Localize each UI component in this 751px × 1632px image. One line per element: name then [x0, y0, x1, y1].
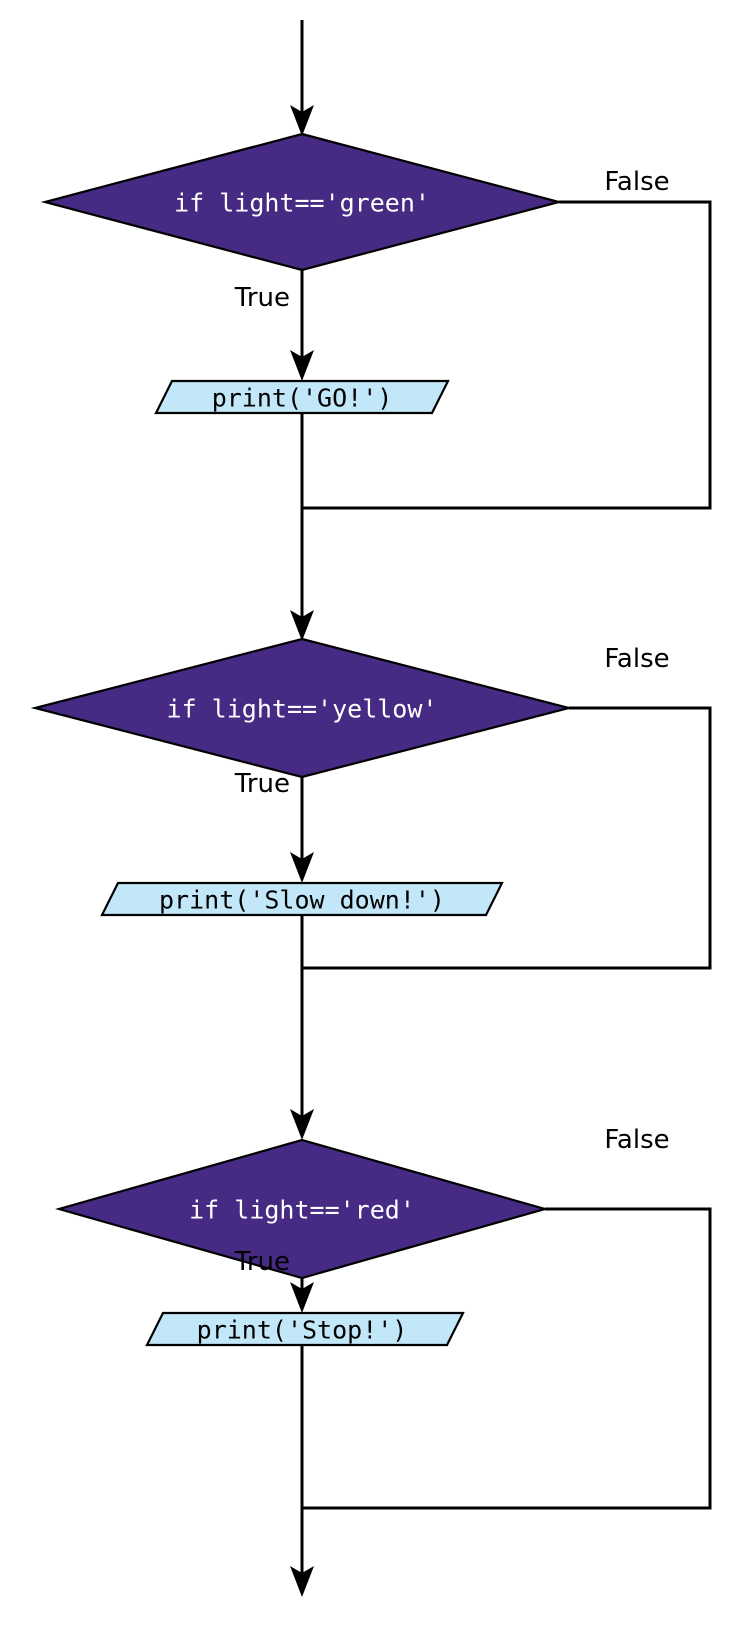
edge-green-true-arrowhead: [290, 350, 314, 381]
edge-red-true-label: True: [234, 1247, 290, 1277]
node-process-go[interactable]: print('GO!'): [154, 379, 450, 415]
edge-merge1-yellow-arrowhead: [290, 610, 314, 641]
process-stop-label: print('Stop!'): [197, 1316, 408, 1345]
edge-yellow-false-label: False: [604, 644, 669, 674]
node-decision-yellow[interactable]: if light=='yellow': [30, 637, 574, 779]
edge-yellow-true: True: [234, 769, 314, 883]
edge-merge1-to-yellow: [290, 508, 314, 641]
node-process-slow[interactable]: print('Slow down!'): [100, 881, 504, 917]
edge-green-true: True: [234, 270, 314, 381]
edge-yellow-true-arrowhead: [290, 852, 314, 883]
edge-red-false-line: [302, 1207, 712, 1510]
edge-entry-arrowhead: [290, 105, 314, 136]
edge-merge2-to-red: [290, 968, 314, 1140]
process-go-parallelogram[interactable]: [154, 379, 450, 415]
edge-yellow-true-label: True: [234, 769, 290, 799]
edge-green-false: False: [302, 167, 712, 510]
edge-red-false: False: [302, 1125, 712, 1510]
process-slow-parallelogram[interactable]: [100, 881, 504, 917]
process-slow-label: print('Slow down!'): [159, 886, 445, 915]
edge-yellow-false: False: [302, 644, 712, 970]
edge-green-false-line: [302, 200, 712, 510]
edge-exit-arrowhead: [290, 1566, 314, 1597]
edge-red-false-label: False: [604, 1125, 669, 1155]
decision-red-label: if light=='red': [189, 1196, 415, 1225]
edge-red-true: True: [234, 1247, 314, 1313]
node-decision-green[interactable]: if light=='green': [40, 132, 564, 272]
process-go-label: print('GO!'): [212, 384, 393, 413]
process-stop-parallelogram[interactable]: [145, 1311, 465, 1347]
edge-entry: [290, 20, 314, 136]
edge-yellow-false-line: [302, 706, 712, 970]
edge-green-true-label: True: [234, 283, 290, 313]
node-process-stop[interactable]: print('Stop!'): [145, 1311, 465, 1347]
decision-green-label: if light=='green': [174, 189, 430, 218]
edge-green-false-label: False: [604, 167, 669, 197]
decision-yellow-label: if light=='yellow': [167, 695, 438, 724]
node-decision-red[interactable]: if light=='red': [54, 1138, 550, 1280]
edge-merge2-red-arrowhead: [290, 1109, 314, 1140]
edge-exit: [290, 1508, 314, 1597]
edge-red-true-arrowhead: [290, 1282, 314, 1313]
